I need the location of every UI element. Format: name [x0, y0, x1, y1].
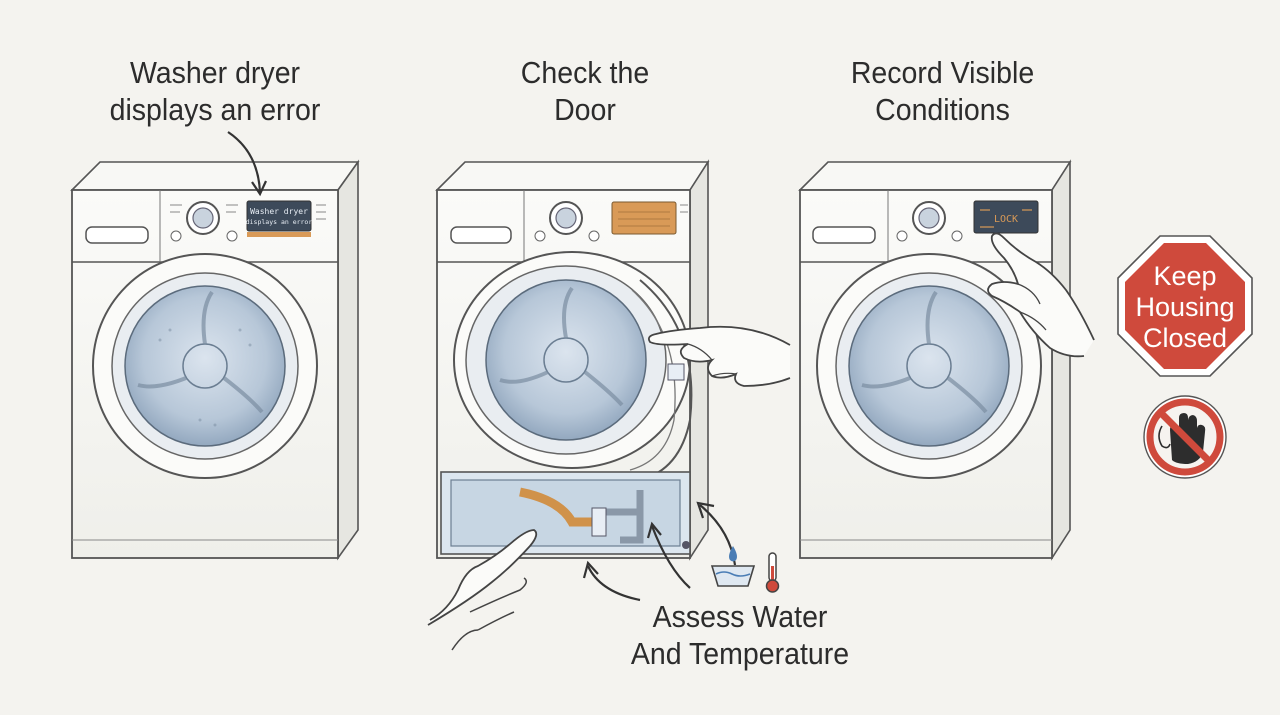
- step-3-caption: Record Visible Conditions: [825, 54, 1060, 128]
- drain-hose: [519, 487, 600, 527]
- step-1-caption-line-1: Washer dryer: [129, 55, 301, 90]
- washer-1: Washer dryer displays an error: [70, 159, 360, 561]
- washer-2: [435, 159, 710, 561]
- water-basin-icon: [710, 546, 756, 587]
- sign-line-1: Keep: [1153, 261, 1216, 291]
- step-2-caption-line-1: Check the: [520, 55, 650, 90]
- hand-pointing-panel: [427, 529, 538, 651]
- sign-octagon: [1125, 243, 1245, 369]
- error-display-line-2: displays an error: [246, 218, 313, 226]
- error-display-line-1: Washer dryer: [250, 207, 308, 216]
- arrow-to-display: [227, 131, 262, 193]
- step-1-caption: Washer dryer displays an error: [95, 54, 334, 128]
- error-display: [246, 200, 312, 232]
- sign-line-3: Closed: [1143, 323, 1227, 353]
- step-4-caption-line-2: And Temperature: [630, 636, 850, 671]
- lock-display-text: LOCK: [994, 214, 1018, 225]
- hand-door: [647, 325, 791, 387]
- no-touch-icon: [1143, 395, 1227, 479]
- washer-3: LOCK: [798, 159, 1072, 561]
- step-3-caption-line-2: Conditions: [875, 92, 1010, 127]
- lock-display: [973, 200, 1039, 234]
- sign-line-2: Housing: [1135, 292, 1234, 322]
- thermometer-icon: [765, 552, 780, 593]
- step-3-caption-line-1: Record Visible: [850, 55, 1035, 90]
- step-4-caption: Assess Water And Temperature: [611, 598, 869, 672]
- keep-housing-closed-sign: Keep Housing Closed: [1117, 235, 1253, 377]
- step-2-caption-line-2: Door: [554, 92, 616, 127]
- amber-display: [611, 201, 677, 235]
- step-2-caption: Check the Door: [479, 54, 691, 128]
- hand-pressing-display: [987, 232, 1095, 358]
- step-4-caption-line-1: Assess Water: [652, 599, 828, 634]
- step-1-caption-line-2: displays an error: [109, 92, 321, 127]
